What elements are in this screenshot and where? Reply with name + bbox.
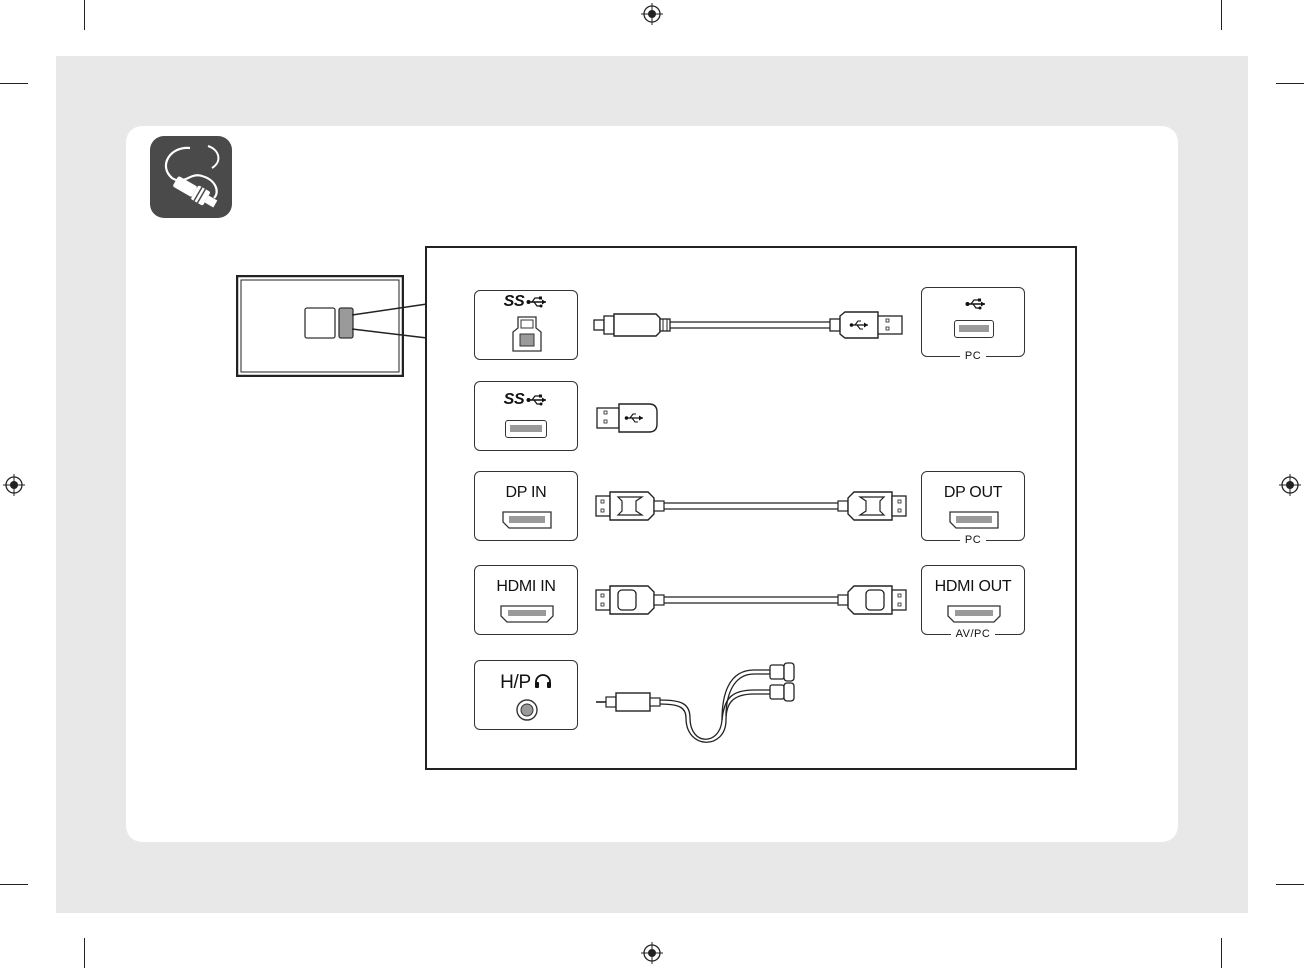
registration-mark-icon bbox=[641, 3, 663, 25]
usb-icon bbox=[526, 296, 547, 308]
pc-tag: PC bbox=[959, 350, 987, 362]
av-pc-tag: AV/PC bbox=[950, 628, 996, 640]
crop-mark bbox=[1221, 938, 1222, 968]
usb-cable-icon bbox=[593, 311, 903, 339]
dp-out-port[interactable]: DP OUT PC bbox=[921, 471, 1025, 546]
superspeed-logo: SS bbox=[503, 391, 525, 408]
crop-mark bbox=[84, 938, 85, 968]
hdmi-socket-icon bbox=[500, 605, 554, 623]
usb-b-socket-icon bbox=[512, 316, 542, 352]
displayport-socket-icon bbox=[502, 511, 552, 529]
dp-in-port[interactable]: DP IN bbox=[474, 471, 578, 541]
usb-b-port[interactable]: SS bbox=[474, 290, 578, 360]
displayport-socket-icon bbox=[949, 511, 999, 529]
headphone-icon bbox=[534, 674, 551, 688]
dp-out-label: DP OUT bbox=[943, 484, 1003, 501]
usb-a-plug-icon bbox=[596, 403, 658, 433]
hdmi-out-label: HDMI OUT bbox=[934, 578, 1012, 595]
crop-mark bbox=[0, 884, 28, 885]
hdmi-out-port[interactable]: HDMI OUT AV/PC bbox=[921, 565, 1025, 640]
usb-a-socket-icon bbox=[954, 320, 994, 338]
audio-jack-socket-icon bbox=[516, 699, 538, 721]
pc-usb-port[interactable]: PC bbox=[921, 287, 1025, 362]
hp-label: H/P bbox=[500, 672, 531, 693]
hdmi-cable-icon bbox=[595, 585, 907, 615]
usb-a-socket-icon bbox=[505, 420, 547, 438]
registration-mark-icon bbox=[1279, 474, 1301, 496]
monitor-back-closeup bbox=[235, 274, 405, 378]
hdmi-in-label: HDMI IN bbox=[496, 578, 556, 595]
audio-cable-icon bbox=[596, 662, 795, 743]
pc-tag: PC bbox=[959, 534, 987, 546]
hdmi-socket-icon bbox=[947, 605, 1001, 623]
headphone-port[interactable]: H/P bbox=[474, 660, 578, 730]
crop-mark bbox=[1276, 83, 1304, 84]
superspeed-logo: SS bbox=[503, 293, 525, 310]
crop-mark bbox=[1276, 884, 1304, 885]
usb-icon bbox=[965, 298, 985, 310]
crop-mark bbox=[0, 83, 28, 84]
registration-mark-icon bbox=[3, 474, 25, 496]
usb-a-port[interactable]: SS bbox=[474, 381, 578, 451]
displayport-cable-icon bbox=[595, 491, 907, 521]
dp-in-label: DP IN bbox=[505, 484, 547, 501]
callout-lines bbox=[351, 303, 428, 339]
registration-mark-icon bbox=[641, 942, 663, 964]
crop-mark bbox=[1221, 0, 1222, 30]
crop-mark bbox=[84, 0, 85, 30]
cable-plug-icon bbox=[150, 136, 232, 218]
hdmi-in-port[interactable]: HDMI IN bbox=[474, 565, 578, 635]
usb-icon bbox=[526, 394, 547, 406]
